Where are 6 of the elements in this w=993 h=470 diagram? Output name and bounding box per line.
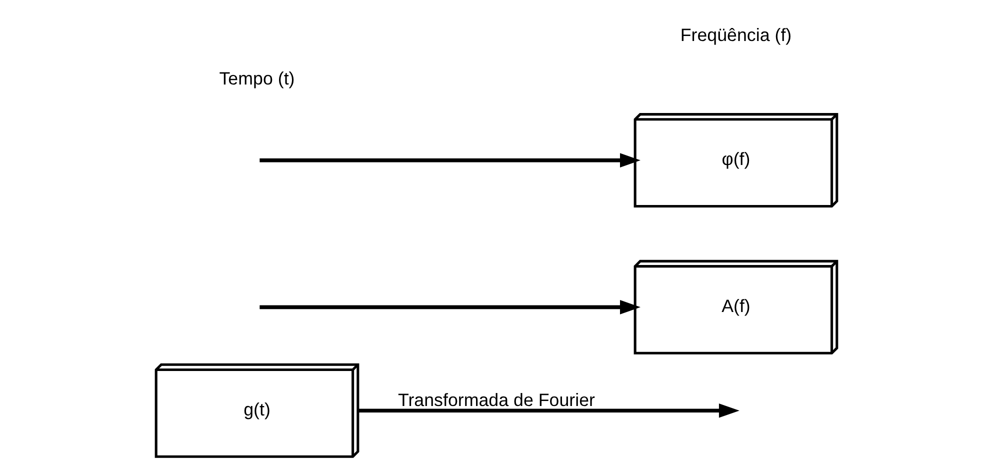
label: Freqüência (f) — [680, 25, 792, 46]
label: Tempo (t) — [219, 68, 295, 89]
arrow — [260, 153, 640, 168]
arrow — [260, 300, 640, 314]
arrow — [358, 403, 740, 418]
edge-label: Transformada de Fourier — [398, 390, 596, 410]
